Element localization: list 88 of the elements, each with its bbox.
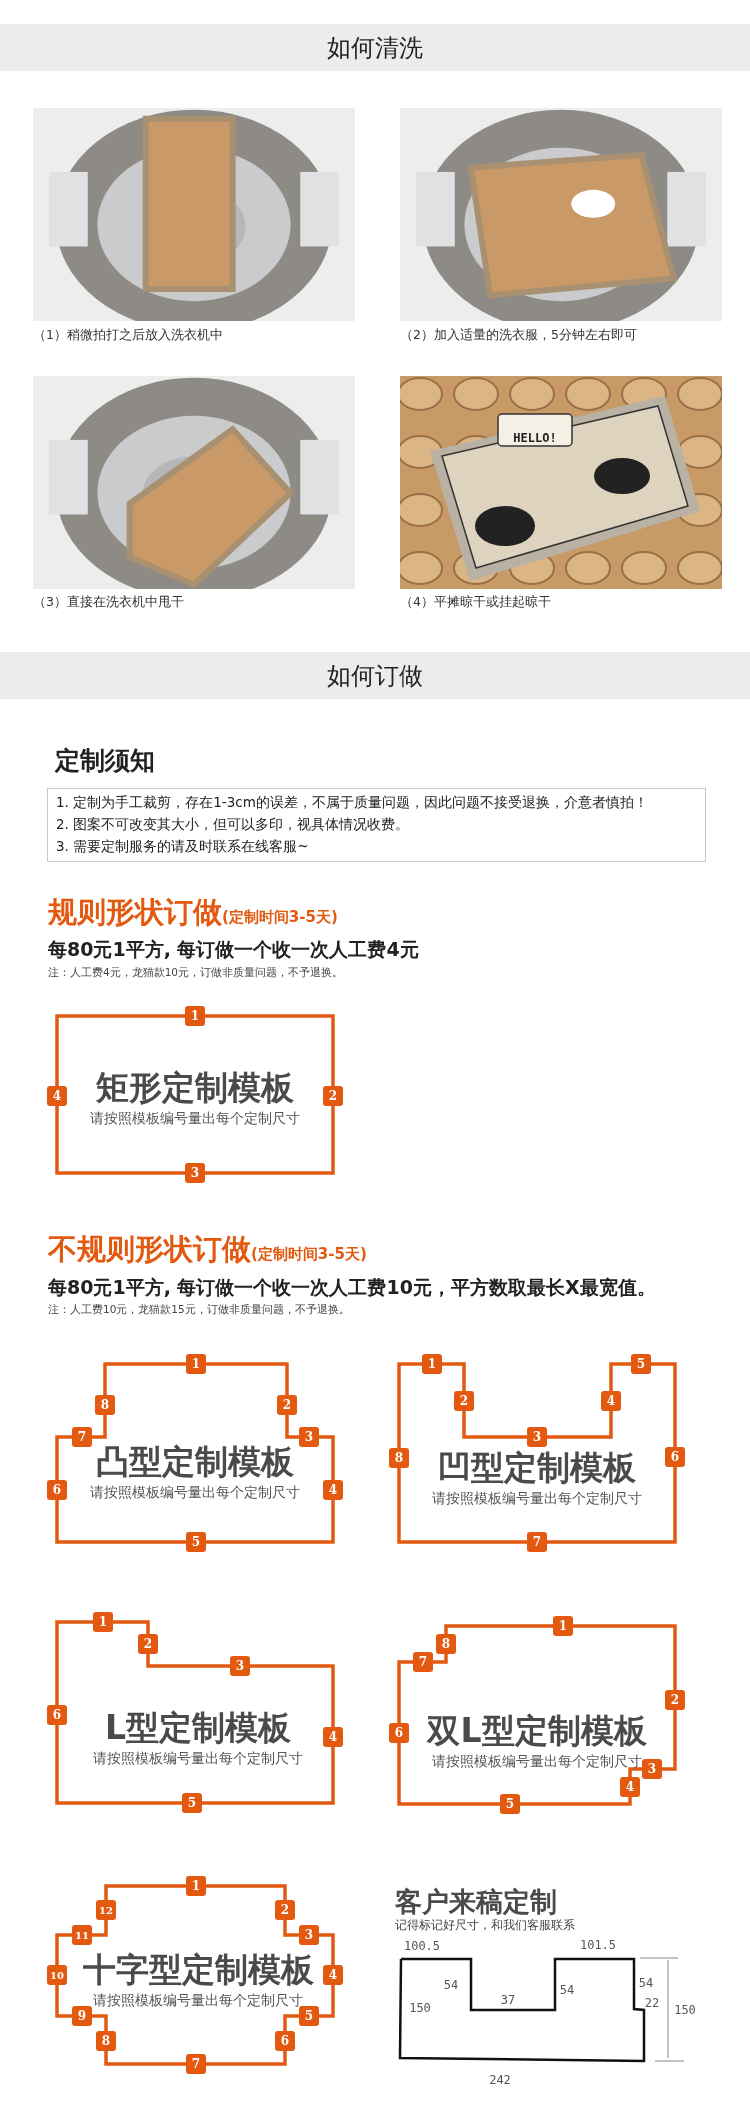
number-badge: 3: [230, 1656, 250, 1676]
number-badge: 6: [47, 1480, 67, 1500]
mat-print-text: HELLO!: [513, 431, 557, 445]
order-time-note: (定制时间3-5天): [222, 908, 338, 926]
sketch-heading: 客户来稿定制: [395, 1885, 557, 1919]
number-badge: 4: [601, 1391, 621, 1411]
dimension-number: 54: [559, 1983, 575, 1997]
number-badge: 6: [389, 1723, 409, 1743]
photo-caption: （4）平摊晾干或挂起晾干: [400, 593, 551, 611]
number-badge: 3: [185, 1163, 205, 1183]
template-title: 十字型定制模板: [82, 1948, 314, 1991]
dimension-number: 242: [489, 2073, 511, 2087]
order-time-note: (定制时间3-5天): [251, 1245, 367, 1263]
dimension-number: 22: [644, 1996, 660, 2010]
number-badge: 3: [299, 1427, 319, 1447]
number-badge: 5: [299, 2006, 319, 2026]
number-badge: 5: [500, 1794, 520, 1814]
number-badge: 3: [642, 1759, 662, 1779]
dimension-number: 101.5: [579, 1938, 617, 1952]
template-subtitle: 请按照模板编号量出每个定制尺寸: [90, 1110, 300, 1128]
number-badge: 4: [620, 1777, 640, 1797]
number-badge: 2: [454, 1391, 474, 1411]
template-title: 凸型定制模板: [96, 1440, 294, 1483]
number-badge: 9: [72, 2006, 92, 2026]
dimension-number: 54: [443, 1978, 459, 1992]
number-badge: 5: [631, 1354, 651, 1374]
template-subtitle: 请按照模板编号量出每个定制尺寸: [90, 1484, 300, 1502]
section-title: 如何订做: [327, 660, 423, 692]
number-badge: 8: [436, 1634, 456, 1654]
number-badge: 1: [186, 1876, 206, 1896]
number-badge: 6: [665, 1447, 685, 1467]
photo-caption: （3）直接在洗衣机中甩干: [33, 593, 184, 611]
number-badge: 4: [323, 1480, 343, 1500]
dimension-number: 37: [500, 1993, 516, 2007]
template-subtitle: 请按照模板编号量出每个定制尺寸: [432, 1753, 642, 1771]
number-badge: 4: [47, 1086, 67, 1106]
notice-heading: 定制须知: [55, 745, 155, 777]
number-badge: 1: [422, 1354, 442, 1374]
number-badge: 3: [527, 1427, 547, 1447]
number-badge: 2: [138, 1634, 158, 1654]
number-badge: 4: [323, 1727, 343, 1747]
template-subtitle: 请按照模板编号量出每个定制尺寸: [432, 1490, 642, 1508]
number-badge: 6: [275, 2031, 295, 2051]
number-badge: 7: [186, 2054, 206, 2074]
notice-line: 3. 需要定制服务的请及时联系在线客服~: [56, 837, 309, 856]
template-title: 双L型定制模板: [427, 1709, 647, 1752]
number-badge: 4: [323, 1965, 343, 1985]
dimension-number: 100.5: [403, 1939, 441, 1953]
number-badge: 8: [389, 1448, 409, 1468]
number-badge: 6: [47, 1705, 67, 1725]
template-title: L型定制模板: [105, 1706, 291, 1749]
section-heading: 不规则形状订做: [48, 1231, 251, 1268]
number-badge: 5: [182, 1793, 202, 1813]
number-badge: 7: [527, 1532, 547, 1552]
template-title: 矩形定制模板: [96, 1066, 294, 1109]
number-badge: 12: [96, 1900, 116, 1920]
note-text: 注：人工费4元，龙猫款10元，订做非质量问题，不予退换。: [48, 966, 344, 980]
notice-line: 1. 定制为手工裁剪，存在1-3cm的误差，不属于质量问题，因此问题不接受退换，介意者慎拍！: [56, 793, 648, 812]
number-badge: 2: [665, 1690, 685, 1710]
number-badge: 5: [186, 1532, 206, 1552]
number-badge: 7: [413, 1652, 433, 1672]
dimension-number: 54: [638, 1976, 654, 1990]
number-badge: 2: [323, 1086, 343, 1106]
dimension-number: 150: [674, 2003, 696, 2017]
section-heading: 规则形状订做: [48, 894, 222, 931]
number-badge: 8: [96, 2031, 116, 2051]
number-badge: 7: [72, 1427, 92, 1447]
number-badge: 11: [72, 1925, 92, 1945]
number-badge: 8: [95, 1395, 115, 1415]
sketch-note: 记得标记好尺寸，和我们客服联系: [395, 1917, 575, 1933]
photo-caption: （2）加入适量的洗衣服，5分钟左右即可: [400, 326, 637, 344]
number-badge: 2: [277, 1395, 297, 1415]
note-text: 注：人工费10元，龙猫款15元，订做非质量问题，不予退换。: [48, 1303, 350, 1317]
section-title: 如何清洗: [327, 32, 423, 64]
dimension-number: 150: [409, 2001, 431, 2015]
number-badge: 1: [93, 1612, 113, 1632]
template-title: 凹型定制模板: [438, 1446, 636, 1489]
price-text: 每80元1平方, 每订做一个收一次人工费4元: [48, 937, 419, 962]
number-badge: 2: [275, 1900, 295, 1920]
number-badge: 3: [299, 1925, 319, 1945]
number-badge: 1: [553, 1616, 573, 1636]
number-badge: 10: [47, 1965, 67, 1985]
photo-caption: （1）稍微拍打之后放入洗衣机中: [33, 326, 223, 344]
notice-line: 2. 图案不可改变其大小，但可以多印，视具体情况收费。: [56, 815, 410, 834]
price-text: 每80元1平方, 每订做一个收一次人工费10元，平方数取最长X最宽值。: [48, 1275, 656, 1300]
number-badge: 1: [185, 1006, 205, 1026]
number-badge: 1: [186, 1354, 206, 1374]
template-subtitle: 请按照模板编号量出每个定制尺寸: [93, 1750, 303, 1768]
